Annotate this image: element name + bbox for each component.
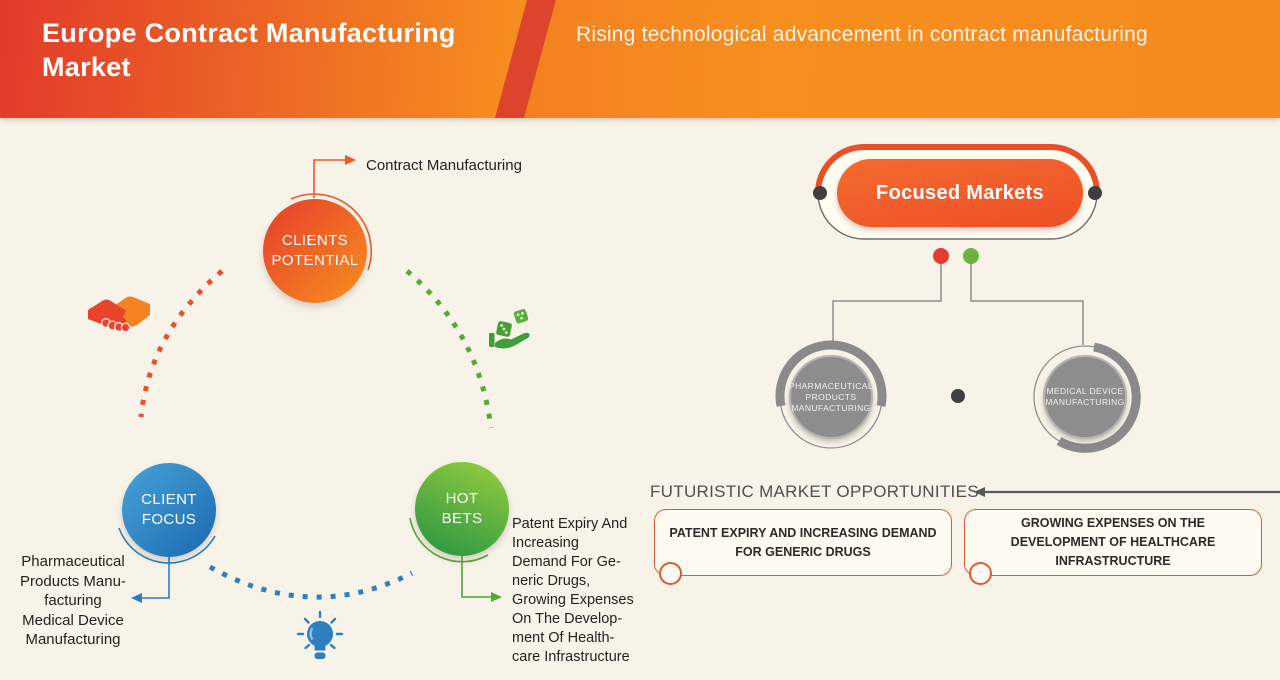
center-dot [951,389,965,403]
pill-left-dot [813,186,827,200]
header-right-panel [524,0,1280,118]
opportunity-box-2-text: GROWING EXPENSES ON THE DEVELOPMENT OF H… [1010,516,1216,568]
blue-dotted-arc [208,564,414,600]
opportunity-box-2: GROWING EXPENSES ON THE DEVELOPMENT OF H… [964,509,1262,585]
hot-bets-label: HOT BETS [441,490,483,527]
focused-markets-pill: Focused Markets [837,159,1083,227]
focused-markets-label: Focused Markets [876,181,1044,204]
opportunity-box-1-corner-circle [659,562,682,585]
green-dotted-arc [405,269,494,429]
hand-dice-icon [489,308,530,349]
clients-potential-connector [313,155,356,198]
clients-potential-note: Contract Manufacturing [366,157,522,174]
clients-potential-circle: CLIENTS POTENTIAL [263,199,367,303]
opportunity-box-1-text: PATENT EXPIRY AND INCREASING DEMAND FOR … [669,525,937,559]
clients-potential-label: CLIENTS POTENTIAL [271,232,359,269]
opportunity-box-2-corner-circle [969,562,992,585]
orange-dotted-arc [138,269,224,418]
medical-branch-label: MEDICAL DEVICE MANUFACTURING [1045,386,1125,407]
green-branch-dot [963,248,979,264]
client-focus-note: Pharmaceutical Products Manu- facturing … [20,553,126,648]
header-banner: Europe Contract Manufacturing Market Ris… [0,0,1280,118]
page-title: Europe Contract Manufacturing Market [42,18,456,82]
opportunities-heading: FUTURISTIC MARKET OPPORTUNITIES [650,482,979,501]
hot-bets-connector [461,556,502,602]
medical-branch-circle: MEDICAL DEVICE MANUFACTURING [1043,355,1127,439]
hot-bets-note: Patent Expiry And Increasing Demand For … [512,516,634,665]
client-focus-connector [131,557,170,603]
lightbulb-icon [296,610,344,659]
pharma-branch-circle: PHARMACEUTICAL PRODUCTS MANUFACTURING [789,355,873,439]
hot-bets-circle: HOT BETS [415,462,509,556]
opportunity-box-1: PATENT EXPIRY AND INCREASING DEMAND FOR … [654,509,952,585]
pill-right-dot [1088,186,1102,200]
opportunities-arrow [974,487,1280,497]
page-subtitle: Rising technological advancement in cont… [576,23,1148,46]
client-focus-circle: CLIENT FOCUS [122,463,216,557]
client-focus-label: CLIENT FOCUS [141,491,197,528]
red-branch-dot [933,248,949,264]
handshake-icon [88,296,150,333]
pharma-branch-label: PHARMACEUTICAL PRODUCTS MANUFACTURING [789,380,874,413]
